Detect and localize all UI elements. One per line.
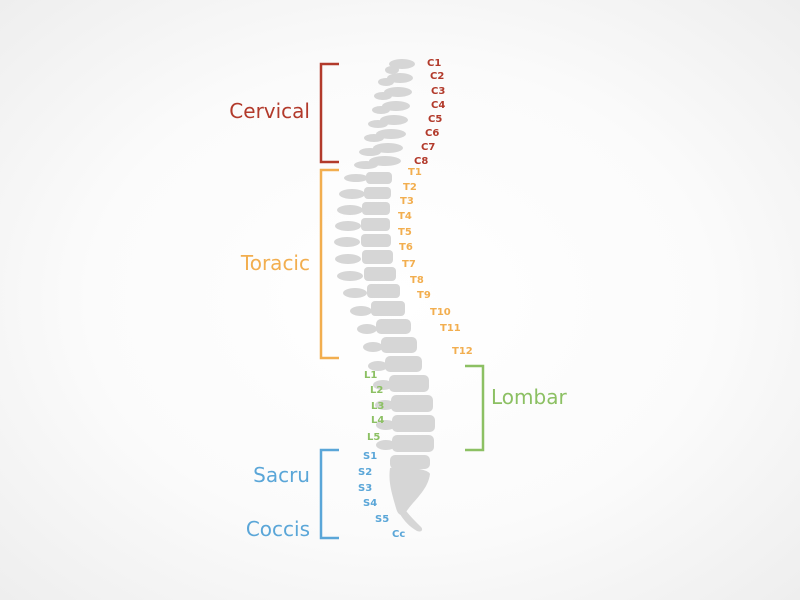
vertebra-c3-process <box>374 92 392 100</box>
vertebra-label-c8: C8 <box>414 156 428 167</box>
vertebra-t8-process <box>343 288 367 298</box>
vertebra-label-s2: S2 <box>358 467 372 478</box>
vertebra-l1-shape <box>389 375 429 392</box>
vertebra-label-l1: L1 <box>364 370 377 381</box>
vertebra-l5-shape <box>390 455 430 469</box>
vertebra-t11-shape <box>381 337 417 353</box>
vertebra-c2-shape <box>387 73 413 83</box>
vertebra-label-c7: C7 <box>421 142 435 153</box>
vertebra-t5-process <box>334 237 360 247</box>
vertebra-l4-shape <box>392 435 434 452</box>
spine-illustration <box>334 59 435 532</box>
vertebra-label-s1: S1 <box>363 451 377 462</box>
vertebra-label-c4: C4 <box>431 100 445 111</box>
vertebra-label-t6: T6 <box>399 242 413 253</box>
vertebra-l4-process <box>376 440 396 450</box>
vertebra-label-s3: S3 <box>358 483 372 494</box>
vertebra-l2-shape <box>391 395 433 412</box>
vertebra-label-c2: C2 <box>430 71 444 82</box>
coccyx-shape <box>400 508 423 532</box>
vertebra-t7-shape <box>364 267 396 281</box>
vertebra-label-t9: T9 <box>417 290 431 301</box>
vertebra-l1-process <box>373 380 393 390</box>
sacral-region-label: Sacru <box>253 463 310 487</box>
vertebra-t9-process <box>350 306 372 316</box>
vertebra-c1-shape <box>389 59 415 69</box>
vertebra-t2-process <box>339 189 365 199</box>
vertebra-label-l3: L3 <box>371 401 384 412</box>
vertebra-t4-shape <box>361 218 390 231</box>
vertebra-t12-shape <box>385 356 422 372</box>
vertebra-label-s4: S4 <box>363 498 377 509</box>
vertebra-label-t1: T1 <box>408 167 422 178</box>
vertebra-label-t4: T4 <box>398 211 412 222</box>
thoracic-bracket <box>319 168 339 360</box>
vertebra-t6-process <box>335 254 361 264</box>
vertebra-label-l5: L5 <box>367 432 380 443</box>
vertebra-t10-process <box>357 324 377 334</box>
sacrum-shape <box>389 467 430 516</box>
vertebra-t1-shape <box>366 172 392 184</box>
vertebra-label-cc: Cc <box>392 529 405 540</box>
vertebra-t8-shape <box>367 284 400 298</box>
vertebra-label-t10: T10 <box>430 307 451 318</box>
vertebra-t7-process <box>337 271 363 281</box>
vertebra-t3-shape <box>362 202 390 215</box>
vertebra-c6-process <box>364 134 384 142</box>
sacral-bracket <box>319 448 339 540</box>
vertebra-label-c1: C1 <box>427 58 441 69</box>
cervical-region-label: Cervical <box>229 99 310 123</box>
vertebra-label-t7: T7 <box>402 259 416 270</box>
lumbar-region-label: Lombar <box>491 385 567 409</box>
vertebra-c1-process <box>385 66 399 74</box>
vertebra-c6-shape <box>376 129 406 139</box>
vertebra-label-l2: L2 <box>370 385 383 396</box>
vertebra-label-t8: T8 <box>410 275 424 286</box>
vertebra-t9-shape <box>371 301 405 316</box>
vertebra-label-t2: T2 <box>403 182 417 193</box>
vertebra-labels: C1C2C3C4C5C6C7C8T1T2T3T4T5T6T7T8T9T10T11… <box>358 58 473 540</box>
vertebra-l3-shape <box>392 415 435 432</box>
vertebra-c2-process <box>378 78 394 86</box>
vertebra-label-t12: T12 <box>452 346 473 357</box>
vertebra-t6-shape <box>362 250 393 264</box>
vertebra-label-c6: C6 <box>425 128 439 139</box>
vertebra-t10-shape <box>376 319 411 334</box>
vertebra-label-t5: T5 <box>398 227 412 238</box>
vertebra-c7-shape <box>373 143 403 153</box>
vertebra-label-c3: C3 <box>431 86 445 97</box>
vertebra-t4-process <box>335 221 361 231</box>
vertebra-t5-shape <box>361 234 391 247</box>
vertebra-label-t3: T3 <box>400 196 414 207</box>
vertebra-c5-process <box>368 120 388 128</box>
vertebra-label-t11: T11 <box>440 323 461 334</box>
vertebra-t11-process <box>363 342 383 352</box>
vertebra-t3-process <box>337 205 363 215</box>
vertebra-l3-process <box>376 420 396 430</box>
vertebra-label-s5: S5 <box>375 514 389 525</box>
vertebra-l2-process <box>375 400 395 410</box>
vertebra-c8-process <box>354 161 378 169</box>
lumbar-bracket <box>465 364 485 452</box>
coccyx-region-label: Coccis <box>246 517 310 541</box>
cervical-bracket <box>319 62 339 164</box>
vertebra-c4-process <box>372 106 390 114</box>
vertebra-t1-process <box>344 174 368 182</box>
vertebra-label-l4: L4 <box>371 415 384 426</box>
vertebra-label-c5: C5 <box>428 114 442 125</box>
thoracic-region-label: Toracic <box>240 251 310 275</box>
vertebra-t12-process <box>368 361 388 371</box>
vertebra-t2-shape <box>364 187 391 199</box>
vertebra-c7-process <box>359 148 381 156</box>
